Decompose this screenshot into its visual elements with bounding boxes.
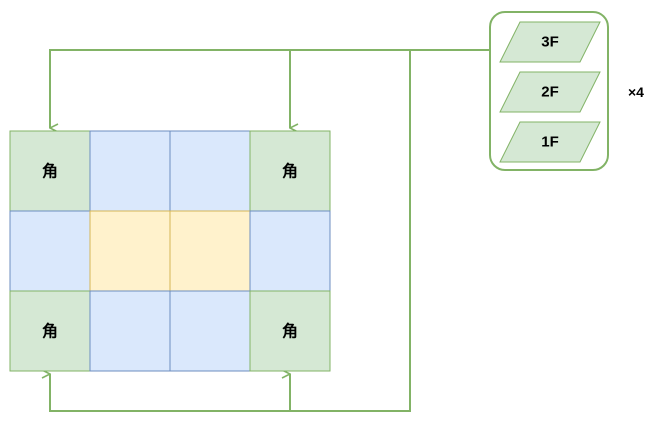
grid-cell-edge bbox=[9, 210, 91, 292]
grid-cell-edge bbox=[169, 290, 251, 372]
floor-shape-1f bbox=[499, 121, 601, 163]
floor-label: 2F bbox=[541, 84, 559, 101]
grid-cell-edge bbox=[89, 290, 171, 372]
connector-lines bbox=[49, 49, 490, 412]
plan-grid: 角角角角 bbox=[9, 130, 331, 372]
corner-label: 角 bbox=[282, 162, 298, 181]
grid-cell-center bbox=[89, 210, 171, 292]
connector-to-top-left-corner bbox=[49, 49, 490, 128]
floor-label: 1F bbox=[541, 134, 559, 151]
grid-cell-corner bbox=[9, 130, 91, 212]
floor-stack: 3F 2F 1F bbox=[489, 11, 609, 171]
corner-label: 角 bbox=[42, 322, 58, 341]
grid-cell-edge bbox=[249, 210, 331, 292]
grid-cell-corner bbox=[249, 290, 331, 372]
connector-down-trunk bbox=[50, 50, 411, 412]
floor-label: 3F bbox=[541, 34, 559, 51]
floor-shape-2f bbox=[499, 71, 601, 113]
grid-cell-edge bbox=[89, 130, 171, 212]
grid-cell-corner bbox=[9, 290, 91, 372]
floor-shape-3f bbox=[499, 21, 601, 63]
multiplier-label: ×4 bbox=[628, 84, 644, 100]
corner-label: 角 bbox=[42, 162, 58, 181]
grid-cell-edge bbox=[169, 130, 251, 212]
grid-cell-center bbox=[169, 210, 251, 292]
corner-label: 角 bbox=[282, 322, 298, 341]
